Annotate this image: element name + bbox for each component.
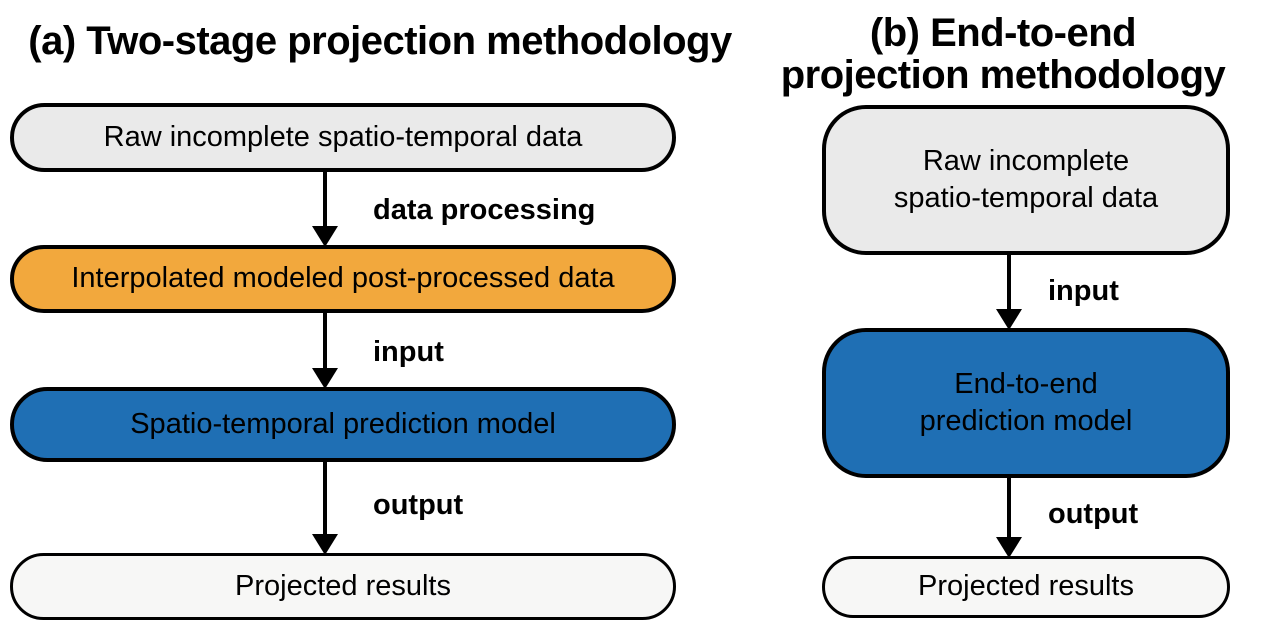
edge-label-output-a: output (373, 489, 464, 521)
edge-label-input-b: input (1048, 275, 1119, 307)
arrow-head-icon (996, 309, 1022, 330)
edge-label-input-a: input (373, 336, 444, 368)
node-prediction-model-b-label: End-to-end prediction model (920, 366, 1133, 440)
node-projected-results-b: Projected results (822, 556, 1230, 618)
edge-label-output-b: output (1048, 498, 1139, 530)
arrow-stem (323, 460, 327, 534)
node-prediction-model-a: Spatio-temporal prediction model (10, 387, 676, 462)
node-prediction-model-b-line1: End-to-end (954, 367, 1098, 400)
arrow-interp-to-model (312, 311, 338, 389)
panel-b-title-line1: (b) End-to-end (869, 11, 1137, 55)
arrow-head-icon (996, 537, 1022, 558)
node-prediction-model-b-line2: prediction model (919, 405, 1133, 437)
edge-label-data-processing: data processing (373, 194, 596, 226)
arrow-stem (1007, 253, 1011, 309)
node-raw-data-a-label: Raw incomplete spatio-temporal data (103, 120, 583, 153)
node-prediction-model-b: End-to-end prediction model (822, 328, 1230, 478)
node-raw-data-a: Raw incomplete spatio-temporal data (10, 103, 676, 172)
node-interpolated-data-label: Interpolated modeled post-processed data (71, 262, 615, 295)
arrow-head-icon (312, 226, 338, 247)
arrow-stem (323, 170, 327, 226)
node-raw-data-b: Raw incomplete spatio-temporal data (822, 105, 1230, 255)
node-projected-results-a-label: Projected results (235, 569, 451, 602)
node-projected-results-b-label: Projected results (918, 570, 1134, 603)
node-prediction-model-a-label: Spatio-temporal prediction model (130, 407, 556, 440)
panel-b-title: (b) End-to-end projection methodology (752, 12, 1254, 96)
arrow-raw-to-model-b (996, 253, 1022, 330)
node-raw-data-b-label: Raw incomplete spatio-temporal data (894, 143, 1158, 217)
arrow-head-icon (312, 368, 338, 389)
node-raw-data-b-line1: Raw incomplete (922, 144, 1130, 177)
node-projected-results-a: Projected results (10, 553, 676, 620)
arrow-raw-to-interp (312, 170, 338, 247)
arrow-stem (1007, 476, 1011, 537)
node-interpolated-data: Interpolated modeled post-processed data (10, 245, 676, 313)
arrow-head-icon (312, 534, 338, 555)
panel-b-title-line2: projection methodology (780, 53, 1226, 97)
arrow-model-to-results-a (312, 460, 338, 555)
node-raw-data-b-line2: spatio-temporal data (893, 182, 1159, 214)
arrow-stem (323, 311, 327, 368)
arrow-model-to-results-b (996, 476, 1022, 558)
panel-a-title: (a) Two-stage projection methodology (28, 19, 732, 63)
